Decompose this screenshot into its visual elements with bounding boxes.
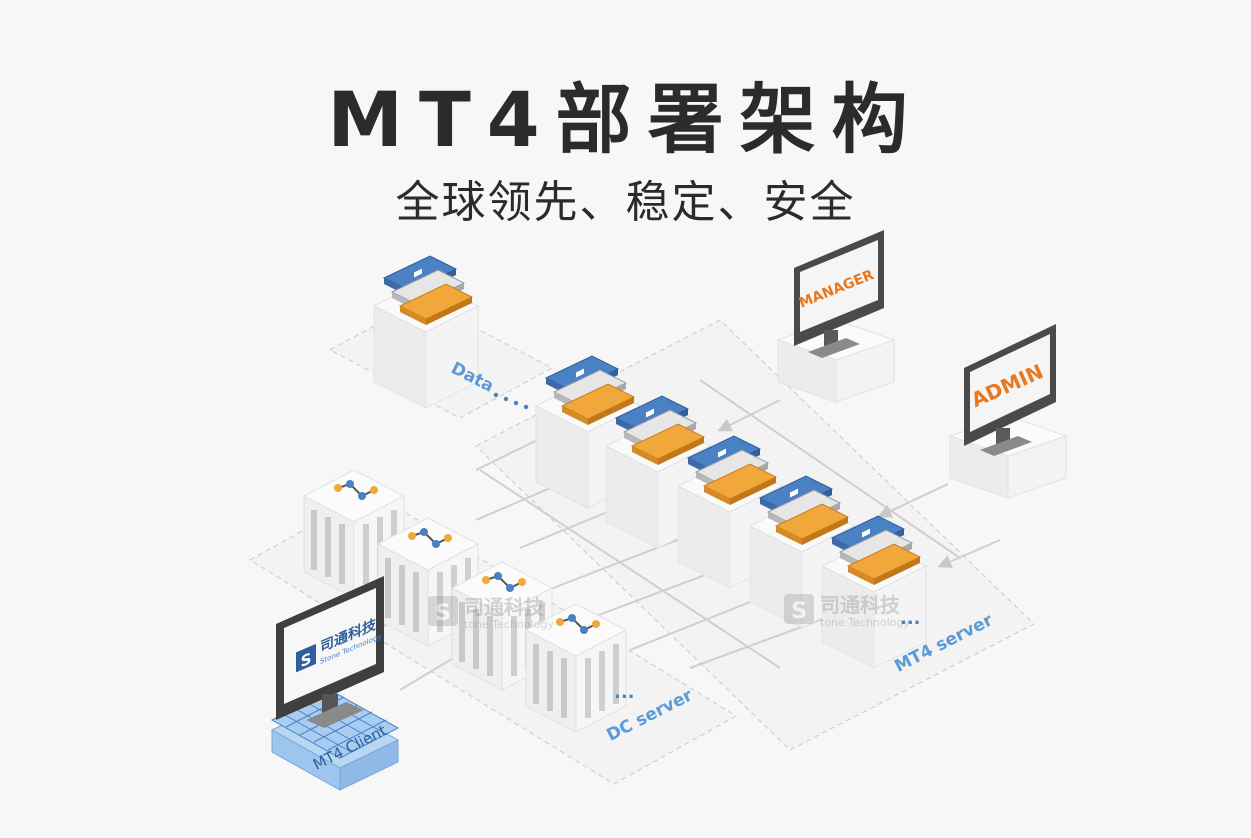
watermark-logo: S 司通科技 tone Technology [428, 595, 554, 631]
admin-monitor: ADMIN [964, 324, 1056, 456]
mt4-client: MT4 Client S 司通科技 Stone Technology [270, 576, 400, 791]
watermark-letter: S [435, 601, 451, 626]
watermark-name: 司通科技 [820, 593, 901, 617]
watermark-english: tone Technology [464, 618, 554, 631]
page-title: MT4部署架构 [327, 75, 924, 164]
watermark-english: tone Technology [820, 616, 910, 629]
data-server [373, 255, 479, 409]
page-subtitle: 全球领先、稳定、安全 [395, 177, 856, 228]
watermark-letter: S [791, 599, 807, 624]
watermark-name: 司通科技 [464, 595, 545, 619]
manager-monitor: MANAGER [794, 230, 884, 358]
dc-server-ellipsis: ... [614, 682, 635, 703]
mt4-server-ellipsis: ... [900, 608, 921, 629]
client-screen-letter: S [301, 648, 312, 671]
watermark-logo: S 司通科技 tone Technology [784, 593, 910, 629]
data-link-dots [493, 392, 529, 410]
